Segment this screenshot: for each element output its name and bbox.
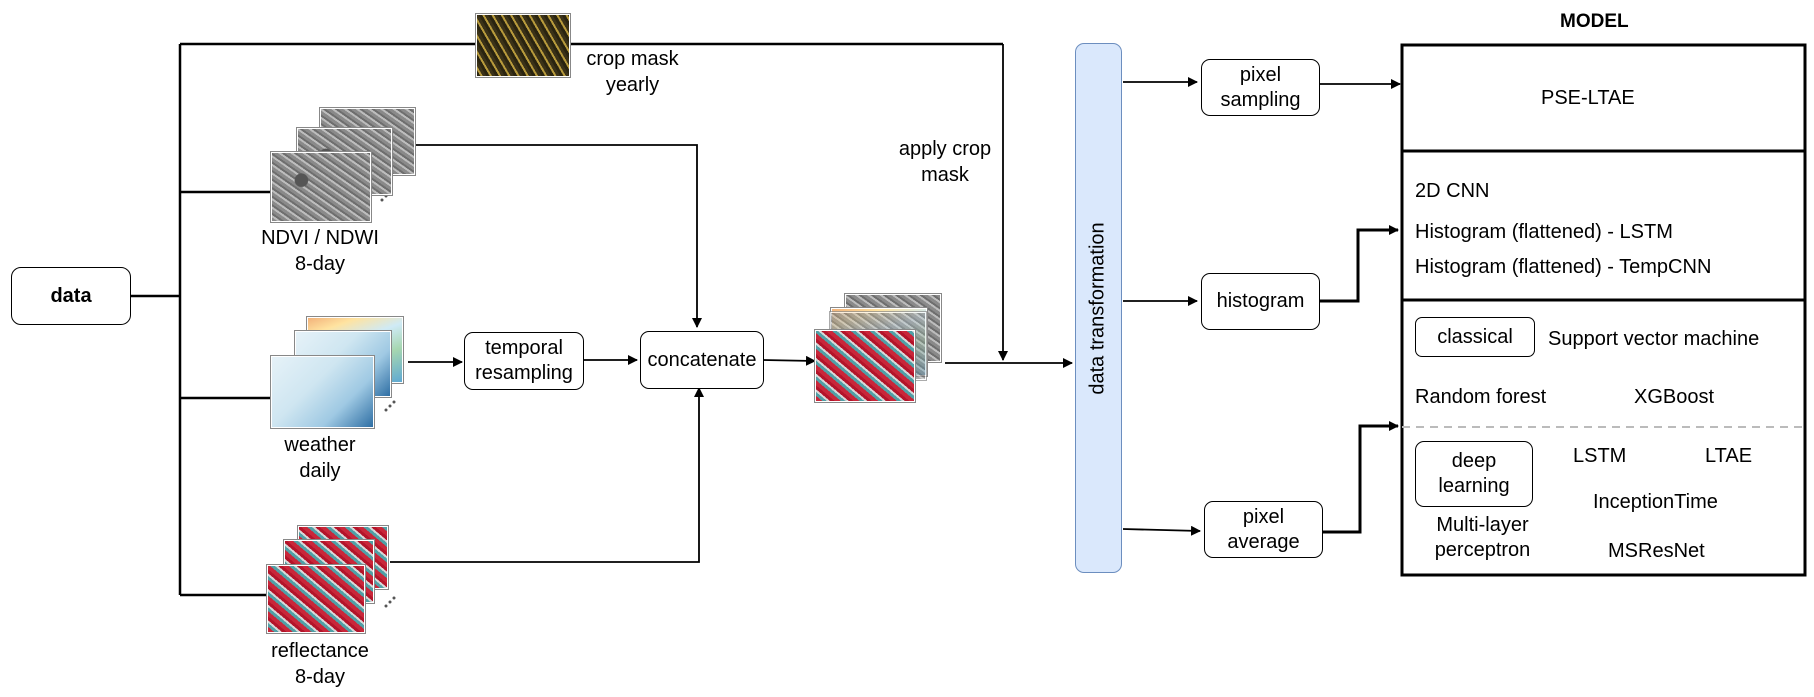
crop-mask-line2: yearly <box>605 74 660 96</box>
model-mlp: Multi-layer perceptron <box>1420 513 1545 563</box>
model-lstm: LSTM <box>1573 445 1627 467</box>
model-svm: Support vector machine <box>1548 328 1760 350</box>
reflectance-line1: reflectance <box>271 640 369 662</box>
transform-to-average <box>1122 525 1201 536</box>
model-hist-lstm: Histogram (flattened) - LSTM <box>1415 221 1673 243</box>
refl-to-concat <box>390 387 704 563</box>
model-xgboost: XGBoost <box>1634 386 1715 408</box>
stack-image-reflectance <box>815 330 915 402</box>
deep-learning-line2: learning <box>1438 475 1510 497</box>
ndvi-to-concat <box>415 144 702 328</box>
deep-learning-box: deep learning <box>1415 441 1533 507</box>
ndvi-label: NDVI / NDWI 8-day <box>240 225 400 277</box>
pixel-average-line2: average <box>1227 530 1300 553</box>
model-msresnet: MSResNet <box>1608 540 1705 562</box>
crop-mask-label: crop mask yearly <box>565 46 700 98</box>
reflectance-label: reflectance 8-day <box>245 638 395 690</box>
average-to-model <box>1322 421 1399 534</box>
data-label: data <box>50 284 92 307</box>
weather-image-front <box>271 356 374 428</box>
histogram-box: histogram <box>1201 273 1320 330</box>
reflectance-line2: 8-day <box>294 666 346 688</box>
model-2d-cnn: 2D CNN <box>1415 180 1490 202</box>
model-hist-tempcnn: Histogram (flattened) - TempCNN <box>1415 256 1712 278</box>
weather-label: weather daily <box>250 432 390 484</box>
model-outer-box <box>1400 43 1807 577</box>
concatenate-label: concatenate <box>647 348 757 371</box>
apply-crop-mask-line1: apply crop <box>898 138 992 160</box>
crop-mask-image <box>476 14 570 77</box>
weather-line1: weather <box>284 434 356 456</box>
deep-learning-line1: deep <box>1451 450 1497 472</box>
mlp-line2: perceptron <box>1434 539 1531 561</box>
model-pse-ltae: PSE-LTAE <box>1541 87 1635 109</box>
mlp-line1: Multi-layer <box>1436 514 1529 536</box>
pixel-sampling-line2: sampling <box>1220 88 1301 111</box>
crop-mask-line1: crop mask <box>586 48 679 70</box>
apply-crop-mask-line2: mask <box>921 164 969 186</box>
temporal-resampling-box: temporal resampling <box>464 332 584 390</box>
refl-dots <box>384 604 388 608</box>
pixel-sampling-box: pixel sampling <box>1201 59 1320 116</box>
weather-dots <box>384 408 388 412</box>
ndvi-dots <box>380 198 384 202</box>
weather-line2: daily <box>299 460 341 482</box>
ndvi-line2: 8-day <box>294 253 346 275</box>
data-transformation-bar: data transformation <box>1075 43 1122 573</box>
classical-label: classical <box>1437 325 1513 348</box>
temporal-resampling-line2: resampling <box>475 362 573 384</box>
refl-image-front <box>267 565 365 633</box>
model-ltae: LTAE <box>1705 445 1753 467</box>
ndvi-line1: NDVI / NDWI <box>261 227 379 249</box>
ndvi-image-front <box>271 152 371 222</box>
data-transformation-label: data transformation <box>1087 221 1110 395</box>
data-box: data <box>11 267 131 325</box>
pixel-average-line1: pixel <box>1242 505 1285 528</box>
apply-crop-mask-label: apply crop mask <box>880 136 1010 188</box>
histogram-to-model <box>1320 225 1399 303</box>
model-title: MODEL <box>1560 11 1629 32</box>
classical-box: classical <box>1415 317 1535 357</box>
concat-to-stack <box>762 355 816 366</box>
model-random-forest: Random forest <box>1415 386 1547 408</box>
model-inception-time: InceptionTime <box>1593 491 1718 513</box>
temporal-resampling-line1: temporal <box>485 337 563 359</box>
pixel-average-box: pixel average <box>1204 501 1323 558</box>
concatenate-box: concatenate <box>640 331 764 389</box>
pixel-sampling-line1: pixel <box>1239 63 1282 86</box>
histogram-label: histogram <box>1216 290 1305 312</box>
